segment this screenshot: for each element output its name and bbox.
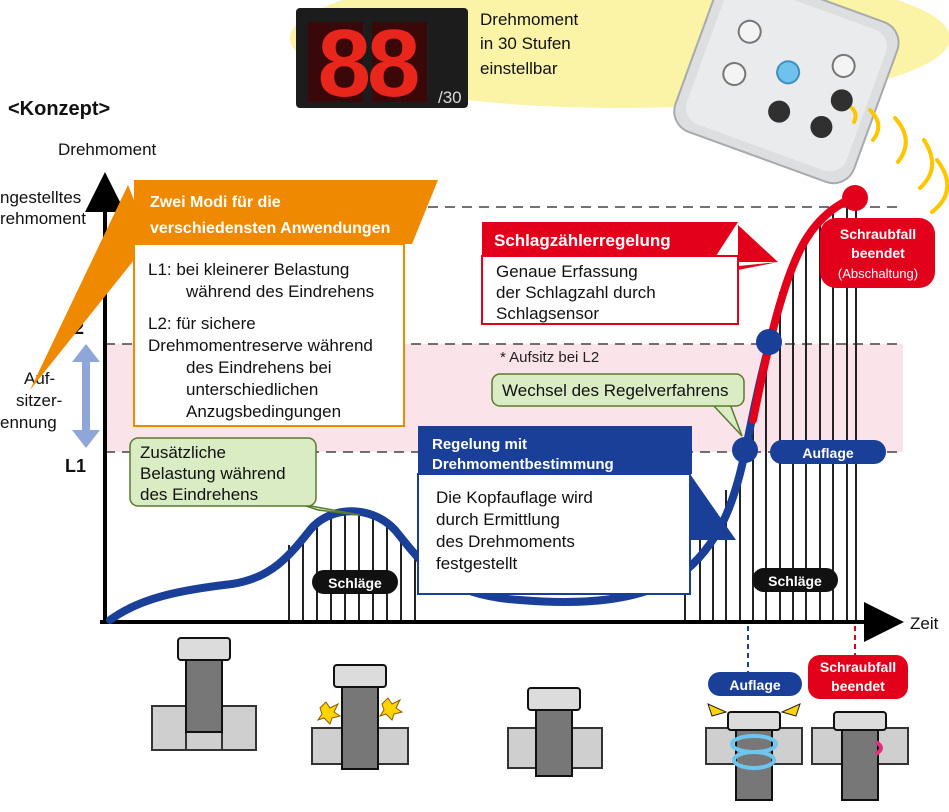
svg-text:Schläge: Schläge <box>328 575 382 591</box>
display-digits: 88 <box>318 10 418 117</box>
svg-text:beendet: beendet <box>831 678 885 694</box>
seating-label-2: sitzer- <box>16 391 62 410</box>
y-axis-title: Drehmoment <box>58 140 157 159</box>
seating-label-3: ennung <box>0 413 57 432</box>
extra-load-callout: Zusätzliche Belastung während des Eindre… <box>129 437 361 516</box>
display-suffix: /30 <box>438 88 462 107</box>
display-caption-2: in 30 Stufen <box>480 34 571 53</box>
torque-box-line-4: festgestellt <box>436 554 518 573</box>
svg-text:Schraubfall: Schraubfall <box>820 659 896 675</box>
count-box-line-2: der Schlagzahl durch <box>496 283 656 302</box>
done-badge-chart: Schraubfall beendet (Abschaltung) <box>820 218 935 288</box>
extra-load-line-1: Zusätzliche <box>140 443 226 462</box>
mode-l2-line-5: Anzugsbedingungen <box>186 402 341 421</box>
svg-text:Auflage: Auflage <box>802 445 854 461</box>
display-caption-1: Drehmoment <box>480 10 579 29</box>
l2-point <box>756 329 782 355</box>
set-torque-label-1: ngestelltes <box>0 188 81 207</box>
mode-l1-line-2: während des Eindrehens <box>185 282 374 301</box>
svg-text:Schraubfall: Schraubfall <box>840 226 916 242</box>
mode-box-title-2: verschiedensten Anwendungen <box>150 220 390 237</box>
screw-illustration-1 <box>151 637 257 751</box>
svg-text:Schläge: Schläge <box>768 573 822 589</box>
mode-l1-line-1: L1: bei kleinerer Belastung <box>148 260 349 279</box>
count-box: Schlagzählerregelung Genaue Erfassung de… <box>481 222 778 325</box>
level-l1-label: L1 <box>65 456 86 476</box>
mode-l2-line-1: L2: für sichere <box>148 314 256 333</box>
svg-text:Auflage: Auflage <box>729 677 781 693</box>
mode-l2-line-4: unterschiedlichen <box>186 380 318 399</box>
torque-box-title-2: Drehmomentbestimmung <box>432 456 614 473</box>
shutoff-point <box>842 185 868 211</box>
torque-box: Regelung mit Drehmomentbestimmung Die Ko… <box>417 426 736 595</box>
signal-waves-icon <box>850 106 949 214</box>
screw-illustration-4 <box>705 703 803 801</box>
count-box-line-3: Schlagsensor <box>496 304 599 323</box>
svg-text:beendet: beendet <box>851 245 905 261</box>
seating-badge-chart: Auflage <box>770 440 886 464</box>
screw-illustration-5 <box>811 711 909 801</box>
concept-title: <Konzept> <box>8 98 110 120</box>
torque-box-line-2: durch Ermittlung <box>436 510 560 529</box>
seating-label-1: Auf- <box>24 369 55 388</box>
set-torque-label-2: rehmoment <box>0 209 86 228</box>
seating-note: * Aufsitz bei L2 <box>500 349 599 366</box>
count-box-title: Schlagzählerregelung <box>494 231 671 250</box>
x-axis-title: Zeit <box>910 614 939 633</box>
seating-badge-bottom: Auflage <box>708 672 802 696</box>
torque-display: 88 /30 <box>296 8 468 117</box>
mode-l2-line-3: des Eindrehens bei <box>186 358 332 377</box>
done-badge-bottom: Schraubfall beendet <box>808 655 908 699</box>
impact-lines <box>288 200 857 622</box>
display-caption-3: einstellbar <box>480 59 558 78</box>
l1-switch-point <box>732 437 758 463</box>
switch-method-callout: Wechsel des Regelverfahrens <box>491 373 745 437</box>
screw-illustration-3 <box>507 687 603 777</box>
impacts-badge-2: Schläge <box>752 568 838 592</box>
torque-box-line-1: Die Kopfauflage wird <box>436 488 593 507</box>
red-torque-curve <box>749 193 859 424</box>
torque-box-title-1: Regelung mit <box>432 436 527 453</box>
mode-box-title-1: Zwei Modi für die <box>150 194 281 211</box>
mode-box: Zwei Modi für die verschiedensten Anwend… <box>30 180 438 427</box>
extra-load-line-2: Belastung während <box>140 464 286 483</box>
torque-box-line-3: des Drehmoments <box>436 532 575 551</box>
count-box-line-1: Genaue Erfassung <box>496 262 638 281</box>
svg-text:(Abschaltung): (Abschaltung) <box>838 266 918 281</box>
seating-range-arrow <box>72 344 100 448</box>
switch-method-text: Wechsel des Regelverfahrens <box>502 381 728 400</box>
extra-load-line-3: des Eindrehens <box>140 485 258 504</box>
remote-control-image <box>673 0 900 185</box>
impacts-badge-1: Schläge <box>312 570 398 594</box>
mode-l2-line-2: Drehmomentreserve während <box>148 336 373 355</box>
screw-illustration-2 <box>311 664 409 770</box>
